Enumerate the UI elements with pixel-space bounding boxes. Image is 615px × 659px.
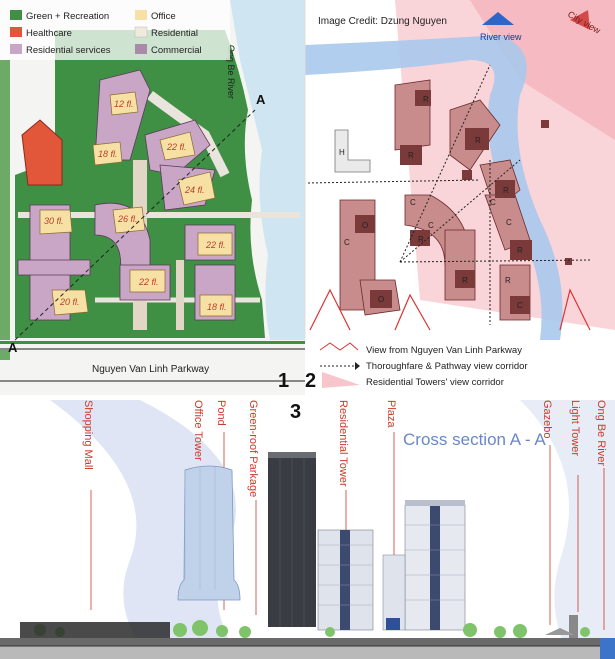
panel-3-cross-section: Cross section A - A Shopping Mall Office… [0, 400, 615, 659]
tall-residential-tower [404, 500, 466, 631]
tower-label-18fl-right: 18 fl. [207, 302, 227, 312]
panel-1-site-plan: 12 fl. 18 fl. 22 fl. 24 fl. 30 fl. 26 fl… [0, 0, 305, 395]
svg-text:R: R [462, 276, 468, 285]
section-marker-a-top: A [256, 92, 266, 107]
legend-office: Office [151, 11, 176, 22]
legend-commercial: Commercial [151, 45, 202, 56]
tower-label-18fl: 18 fl. [98, 149, 118, 159]
svg-text:C: C [506, 218, 512, 227]
parkway-label: Nguyen Van Linh Parkway [92, 364, 209, 375]
label-residential-tower: Residential Tower [337, 400, 349, 487]
legend-healthcare: Healthcare [26, 28, 72, 39]
tower-label-20fl: 20 fl. [59, 297, 80, 307]
river-label: Ong Be River [226, 45, 236, 99]
view-building-cores [355, 90, 572, 314]
legend-parkway-view: View from Nguyen Van Linh Parkway [366, 345, 522, 356]
svg-text:R: R [408, 151, 414, 160]
panel-2-view-corridors: Image Credit: Dzung Nguyen River view Ci… [305, 0, 615, 395]
label-shopping-mall: Shopping Mall [82, 400, 94, 470]
label-pond: Pond [215, 400, 227, 426]
healthcare-block [21, 119, 63, 186]
label-ong-be-river: Ong Be River [595, 400, 607, 466]
svg-text:R: R [475, 136, 481, 145]
label-office-tower: Office Tower [192, 400, 204, 461]
svg-text:O: O [378, 295, 384, 304]
label-green-roof-parkage: Green-roof Parkage [247, 400, 259, 497]
svg-text:R: R [517, 246, 523, 255]
parkway-view-arrows [309, 288, 591, 331]
tower-label-12fl: 12 fl. [114, 99, 134, 109]
svg-text:R: R [423, 95, 429, 104]
svg-text:O: O [362, 221, 368, 230]
tower-label-22fl-right: 22 fl. [205, 240, 226, 250]
dark-glass-tower [268, 452, 316, 627]
section-title: Cross section A - A [403, 430, 546, 449]
trees [34, 620, 590, 638]
svg-text:C: C [428, 221, 434, 230]
label-light-tower: Light Tower [569, 400, 581, 456]
panel-number-3: 3 [290, 401, 301, 423]
legend-green-recreation: Green + Recreation [26, 11, 109, 22]
tower-label-22fl-top: 22 fl. [166, 142, 187, 152]
office-tower [177, 465, 241, 601]
river-view-label: River view [480, 32, 522, 42]
svg-text:C: C [344, 238, 350, 247]
panel-number-1: 1 [278, 370, 289, 392]
legend-thoroughfare: Thoroughfare & Pathway view corridor [366, 361, 528, 372]
svg-text:C: C [490, 198, 496, 207]
tower-label-26fl: 26 fl. [117, 214, 138, 224]
panel-number-2: 2 [305, 370, 316, 392]
svg-text:R: R [505, 276, 511, 285]
svg-text:C: C [517, 301, 523, 310]
legend-tower-view: Residential Towers' view corridor [366, 377, 504, 388]
pathway-view-corridors [307, 64, 591, 325]
label-gazebo: Gazebo [541, 400, 553, 439]
image-credit: Image Credit: Dzung Nguyen [318, 16, 447, 27]
legend-residential-services: Residential services [26, 45, 111, 56]
residential-tower [317, 529, 374, 631]
view-legend: View from Nguyen Van Linh Parkway Thorou… [319, 342, 528, 388]
building-letters: H R R R R O C C C R C C R R R C O [339, 95, 523, 310]
section-labels: Shopping Mall Office Tower Pond Green-ro… [82, 400, 607, 630]
label-plaza: Plaza [385, 400, 397, 428]
svg-text:C: C [410, 198, 416, 207]
svg-text:R: R [503, 186, 509, 195]
svg-text:H: H [339, 148, 345, 157]
section-marker-a-bottom: A [8, 340, 18, 355]
tower-label-24fl: 24 fl. [184, 185, 205, 195]
tower-label-30fl: 30 fl. [44, 216, 64, 226]
svg-text:R: R [418, 235, 424, 244]
tower-label-22fl-bottom: 22 fl. [138, 277, 159, 287]
plan-legend: Green + Recreation Healthcare Residentia… [0, 0, 230, 60]
legend-residential: Residential [151, 28, 198, 39]
